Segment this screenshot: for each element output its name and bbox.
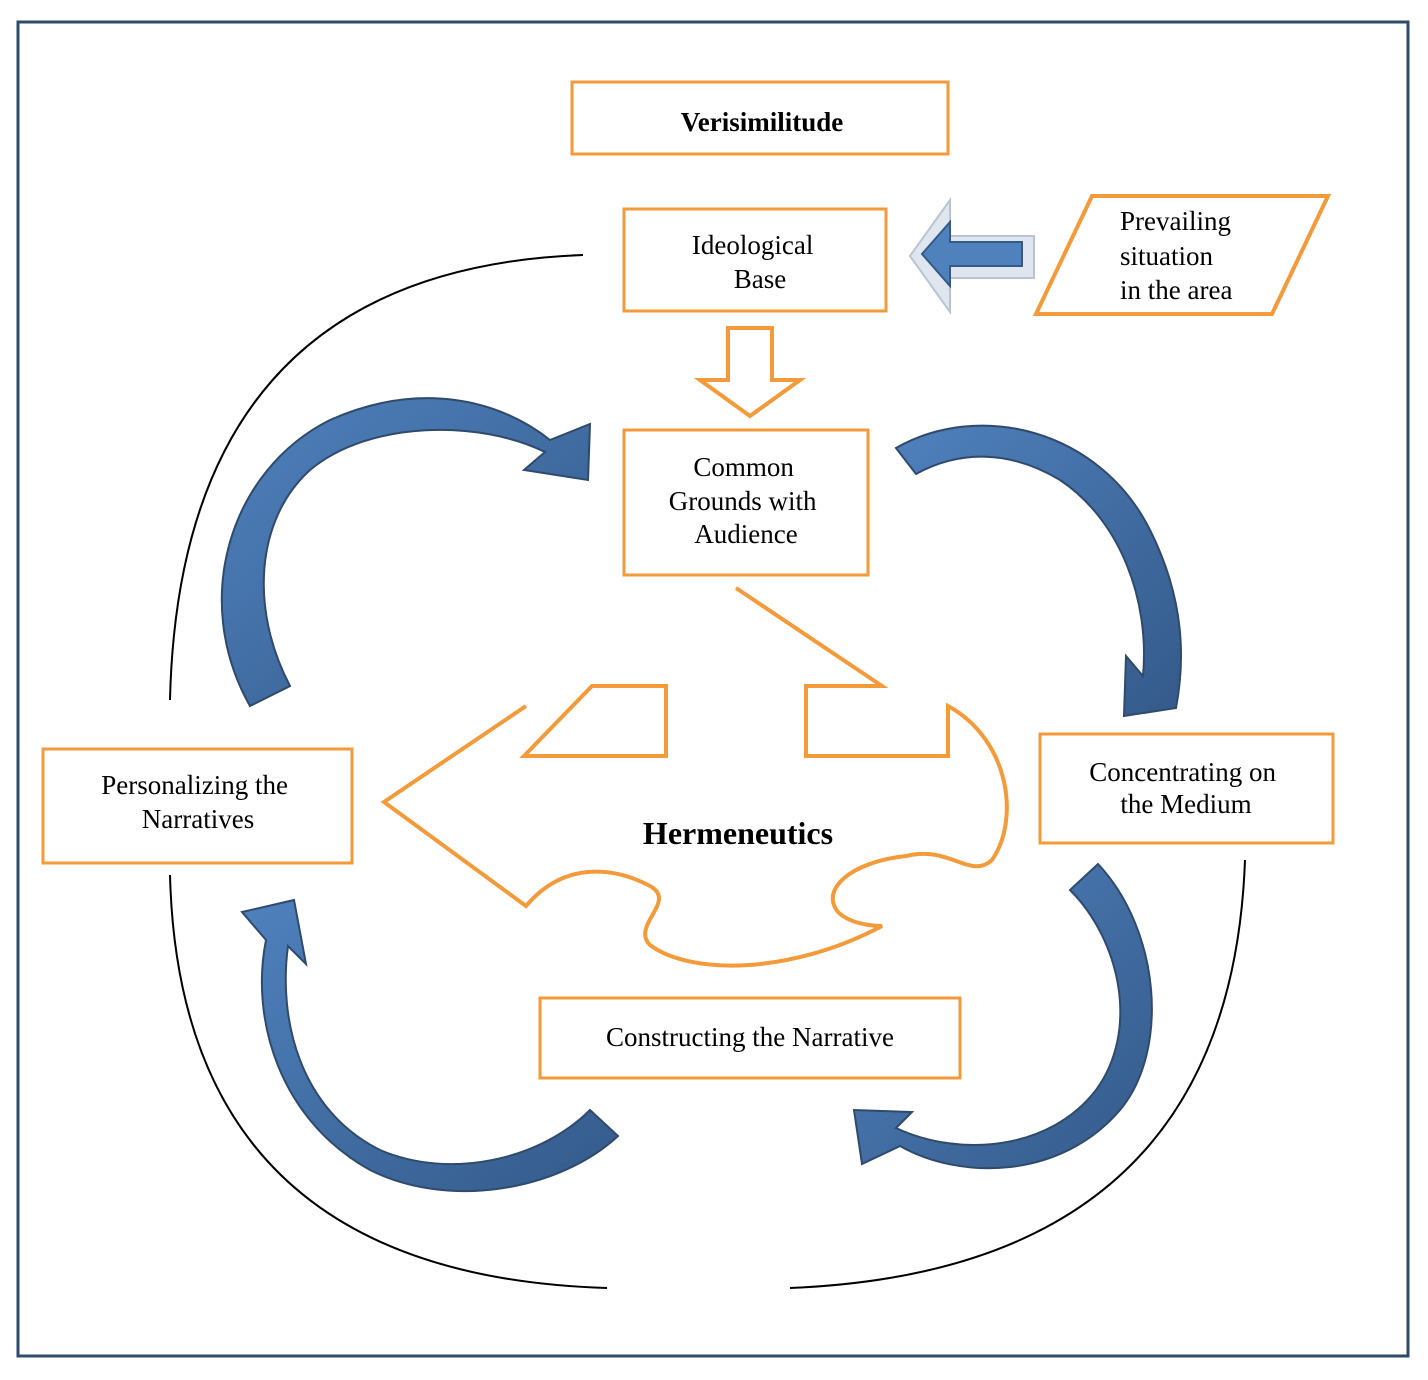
curved-arrow-bottom-right <box>852 862 1153 1170</box>
hermeneutics-label: Hermeneutics <box>643 815 833 851</box>
circle-arc-bottom-left <box>169 874 608 1289</box>
verisimilitude-label: Verisimilitude <box>681 107 844 137</box>
outer-frame <box>16 20 1410 1358</box>
constructing-label: Constructing the Narrative <box>606 1022 894 1052</box>
hermeneutics-shape: Hermeneutics <box>380 586 1009 968</box>
ideological-base-label: Ideological Base <box>692 230 820 294</box>
circle-arc-bottom-right <box>789 859 1246 1289</box>
prevailing-situation-node: Prevailing situation in the area <box>1032 194 1332 316</box>
curved-arrow-top-right <box>894 424 1183 718</box>
concentrating-label: Concentrating on the Medium <box>1089 757 1282 819</box>
left-arrow-icon <box>908 196 1035 316</box>
curved-arrow-top-left <box>220 397 592 708</box>
verisimilitude-node: Verisimilitude <box>570 80 950 156</box>
constructing-node: Constructing the Narrative <box>538 996 962 1080</box>
cycle-circle <box>169 254 1246 1289</box>
common-grounds-label: Common Grounds with Audience <box>669 452 824 549</box>
ideological-base-node: Ideological Base <box>622 207 888 313</box>
concentrating-node: Concentrating on the Medium <box>1038 732 1335 845</box>
personalizing-label: Personalizing the Narratives <box>101 770 294 834</box>
common-grounds-node: Common Grounds with Audience <box>622 428 870 577</box>
curved-arrow-bottom-left <box>240 898 620 1193</box>
prevailing-situation-label: Prevailing situation in the area <box>1120 206 1238 305</box>
personalizing-node: Personalizing the Narratives <box>41 747 354 865</box>
down-arrow-icon <box>693 326 807 419</box>
circle-arc-top-left <box>169 254 584 701</box>
